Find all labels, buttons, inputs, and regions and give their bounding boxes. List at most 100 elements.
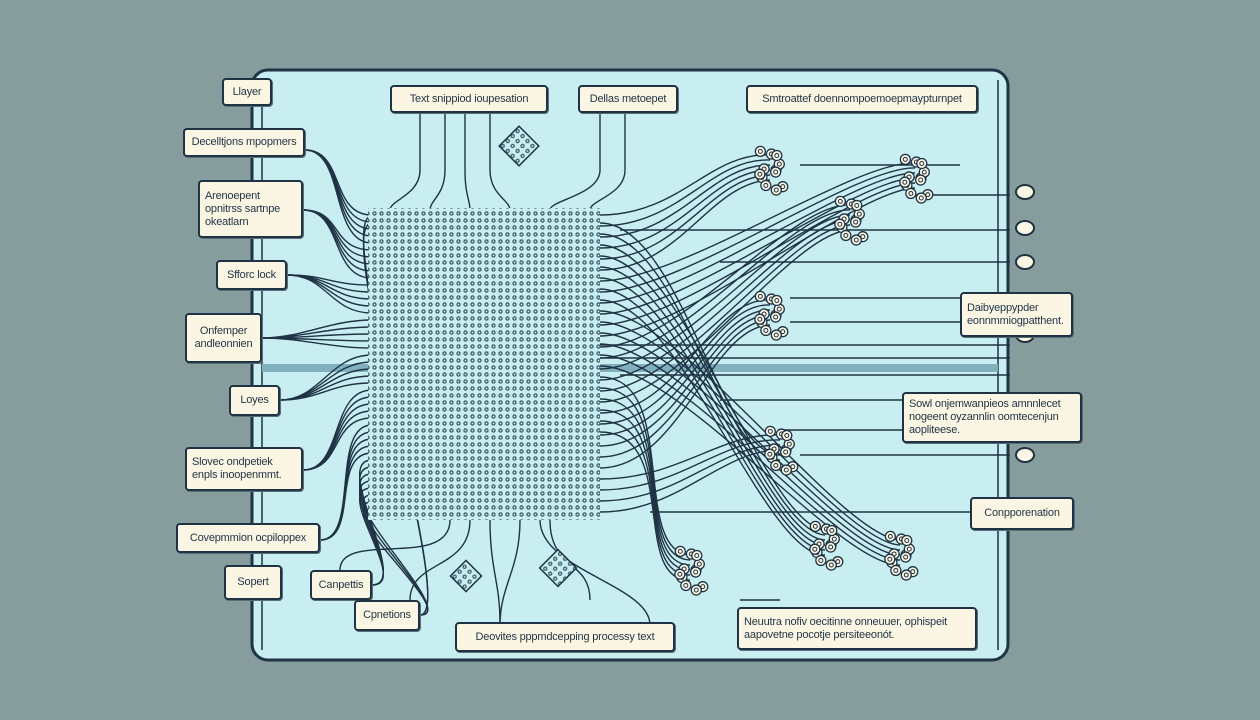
neuron-node — [851, 199, 863, 212]
neuron-node-core — [763, 327, 769, 333]
line: Onfemper — [199, 325, 248, 337]
wire — [429, 113, 446, 211]
neuron-node-core — [831, 536, 837, 542]
neuron-node — [771, 294, 783, 307]
wire — [599, 365, 901, 566]
wire — [261, 337, 373, 349]
wire — [599, 266, 826, 541]
neuron-node-core — [694, 553, 700, 559]
neuron-node — [834, 218, 846, 230]
neuron-node-core — [683, 582, 689, 588]
neuron-node — [900, 569, 912, 581]
neuron-node — [915, 192, 927, 204]
neuron-node-core — [812, 523, 818, 529]
wire — [549, 113, 601, 211]
wire — [599, 277, 826, 546]
line: Arenoepent — [205, 189, 260, 202]
label-smtroattef: Smtroattef doennompoemoepmaypturnpet — [746, 85, 978, 113]
port-node — [1015, 254, 1035, 270]
neuron-node — [780, 464, 792, 476]
neuron-node — [849, 216, 862, 228]
neuron-node — [674, 545, 686, 558]
neuron-node-core — [837, 198, 843, 204]
neuron-node — [899, 176, 911, 188]
wire — [599, 154, 771, 216]
wire — [599, 159, 771, 227]
line: opnitrss sartnpe — [205, 202, 281, 215]
neuron-node-core — [829, 528, 835, 534]
neuron-node — [680, 579, 692, 592]
neuron-node-core — [893, 567, 899, 573]
neuron-node-core — [767, 451, 773, 457]
wire — [599, 172, 916, 304]
label-text-snippet: Text snippiod ioupesation — [390, 85, 548, 113]
neuron-node-core — [774, 298, 780, 304]
neuron-node — [754, 290, 766, 303]
wire — [599, 354, 901, 561]
line: nogeent oyzannlin oomtecenjun — [909, 411, 1059, 423]
neuron-node-core — [693, 587, 699, 593]
neuron-node-core — [918, 195, 924, 201]
line: Sowl onjemwanpieos amnnlecet — [909, 398, 1061, 410]
neuron-node-core — [904, 538, 910, 544]
label-covepmmion: Covepmmion ocpiloppex — [176, 523, 320, 553]
neuron-node — [834, 195, 846, 208]
wire — [599, 209, 851, 359]
neuron-node — [890, 564, 902, 577]
wire — [589, 113, 626, 211]
label-dellas: Dellas metoepet — [578, 85, 678, 113]
wire — [599, 409, 691, 571]
neuron-node-core — [902, 156, 908, 162]
line: Neuutra nofiv oecitinne onneuuer, ophisp… — [744, 615, 947, 628]
wire — [599, 324, 771, 469]
neuron-node-core — [812, 546, 818, 552]
neuron-node-core — [767, 428, 773, 434]
neuron-node — [769, 166, 782, 178]
wire — [489, 113, 511, 211]
wire — [489, 519, 501, 623]
neuron-node — [674, 568, 686, 580]
bottom-diamond-node-right — [538, 548, 578, 588]
wire — [599, 224, 851, 392]
neuron-node — [770, 184, 782, 196]
neuron-node-core — [906, 546, 912, 552]
wire — [599, 398, 691, 566]
line: Daibyeppypder — [967, 301, 1039, 314]
neuron-node-core — [783, 449, 789, 455]
wire — [304, 149, 373, 244]
neuron-node-core — [677, 548, 683, 554]
wire — [302, 209, 373, 279]
neuron-node — [884, 530, 896, 543]
wire — [599, 343, 901, 556]
neuron-node — [815, 554, 827, 567]
neuron-node — [760, 324, 772, 337]
wire — [359, 487, 385, 586]
wire — [599, 182, 916, 326]
wire — [389, 113, 421, 211]
neuron-node — [824, 541, 837, 553]
neuron-node-core — [757, 148, 763, 154]
node-clusters — [674, 145, 934, 596]
neuron-node — [754, 313, 766, 325]
neuron-node-core — [902, 179, 908, 185]
central-neuron-mesh — [368, 208, 600, 520]
neuron-node — [760, 179, 772, 192]
neuron-node-core — [696, 561, 702, 567]
wire — [599, 314, 771, 447]
wire — [599, 319, 771, 458]
neuron-node — [771, 149, 783, 162]
neuron-node-core — [776, 161, 782, 167]
wire — [464, 113, 471, 211]
neuron-node — [689, 566, 702, 578]
label-sfforc: Sfforc lock — [216, 260, 287, 290]
wire — [599, 177, 916, 315]
label-conpporenation: Conpporenation — [970, 497, 1074, 530]
port-node — [1015, 220, 1035, 236]
wire — [599, 431, 691, 581]
bottom-diamond-node-left — [449, 559, 483, 593]
neuron-node — [781, 429, 793, 442]
